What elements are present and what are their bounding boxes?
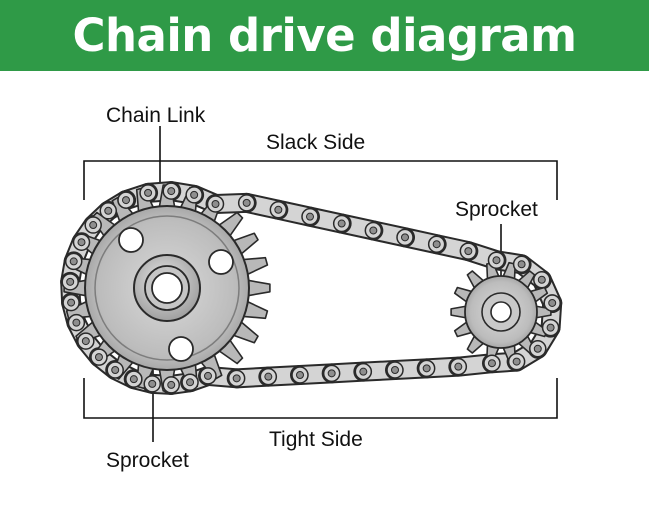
small-sprocket-label: Sprocket [455, 198, 538, 221]
chain-pin [464, 247, 473, 256]
chain-pin [167, 380, 176, 389]
chain-pin [148, 379, 157, 388]
chain-pin [167, 187, 176, 196]
title-banner: Chain drive diagram [0, 0, 649, 71]
sprocket-bore [490, 301, 512, 323]
chain-pin [517, 260, 526, 269]
sprocket-hole [168, 336, 194, 362]
sprocket-hole [208, 249, 234, 275]
chain-pin [432, 240, 441, 249]
chain-pin [487, 359, 496, 368]
chain-pin [77, 238, 86, 247]
chain-pin [190, 190, 199, 199]
slack-side-bracket [83, 160, 558, 200]
large-sprocket-label: Sprocket [106, 449, 189, 472]
sprocket-hole [118, 227, 144, 253]
chain-pin [122, 196, 131, 205]
chain-pin [369, 226, 378, 235]
chain-pin [512, 357, 521, 366]
chain-pin [144, 188, 153, 197]
chain-pin [94, 353, 103, 362]
chain-link-label: Chain Link [106, 104, 206, 127]
chain-pin [401, 233, 409, 242]
chain-pin [111, 366, 120, 375]
chain-pin [67, 298, 76, 307]
chain-rollers [61, 182, 561, 394]
chain-pin [454, 362, 463, 371]
chain-pin [69, 257, 78, 266]
chain-pin [537, 275, 546, 284]
chain-pin [359, 367, 368, 376]
chain-pin [72, 318, 81, 327]
large-sprocket [63, 184, 271, 392]
tight-side-bracket [83, 378, 558, 419]
chain-pin [327, 369, 336, 378]
chain-pin [306, 212, 314, 221]
chain-pin [264, 372, 273, 381]
chain-pin [296, 371, 304, 379]
chain-pin [129, 375, 138, 384]
chain-pin [203, 371, 212, 380]
tight-side-label: Tight Side [269, 428, 363, 451]
chain-pin [337, 219, 346, 228]
chain-pin [242, 198, 251, 207]
sprocket-bore [151, 272, 183, 304]
small-sprocket [450, 261, 552, 363]
chain-pin [211, 199, 220, 208]
chain-pin [533, 344, 542, 353]
chain-pin [422, 364, 431, 373]
chain-pin [274, 205, 283, 214]
chain-pin [391, 366, 399, 374]
chain-pin [232, 374, 241, 383]
chain-pin [548, 298, 557, 307]
chain-pin [81, 337, 90, 346]
chain-pin [186, 378, 195, 387]
frame-lines [83, 126, 558, 442]
chain-pin [492, 256, 501, 265]
chain-pin [104, 206, 113, 215]
chain-pin [546, 323, 555, 332]
chain-pin [66, 277, 75, 286]
slack-side-label: Slack Side [266, 131, 365, 154]
page-title: Chain drive diagram [72, 9, 577, 62]
chain-pin [89, 221, 98, 230]
